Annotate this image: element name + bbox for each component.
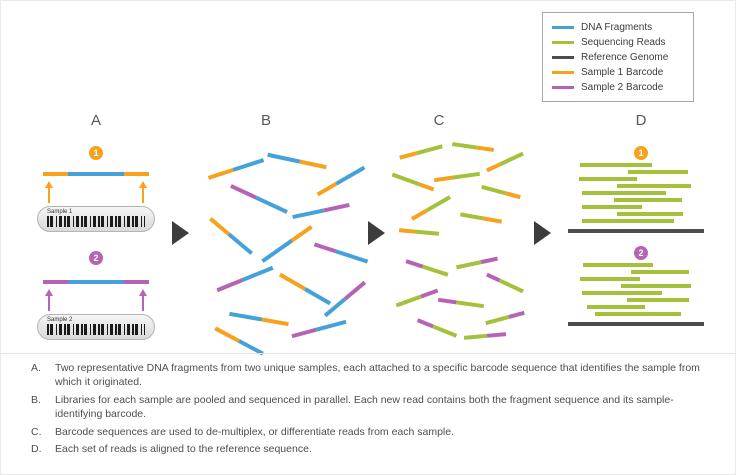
reference-genome-swatch-icon — [552, 56, 574, 59]
barcode-sample-1: Sample 1 — [37, 206, 155, 232]
sample-2-badge: 2 — [89, 251, 103, 265]
caption-text: Libraries for each sample are pooled and… — [55, 393, 674, 421]
sample2-barcode-swatch-icon — [552, 86, 574, 89]
barcode-sample-2: Sample 2 — [37, 314, 155, 340]
barcode-label: Sample 1 — [47, 209, 73, 215]
panel-a-figure — [43, 172, 149, 311]
legend-item-sample2-barcode: Sample 2 Barcode — [552, 80, 684, 95]
barcode-label: Sample 2 — [47, 317, 73, 323]
legend-item-sequencing-reads: Sequencing Reads — [552, 35, 684, 50]
panel-d-figure — [568, 163, 704, 326]
caption-text: Each set of reads is aligned to the refe… — [55, 443, 312, 456]
legend-item-sample1-barcode: Sample 1 Barcode — [552, 65, 684, 80]
caption-prefix: D. — [31, 443, 42, 456]
caption-a: A. Two representative DNA fragments from… — [31, 361, 707, 390]
panel-c-figure — [391, 142, 525, 340]
caption-d: D. Each set of reads is aligned to the r… — [31, 442, 707, 456]
panel-label-c: C — [433, 112, 445, 129]
caption-text: Two representative DNA fragments from tw… — [55, 362, 700, 389]
legend-box: DNA Fragments Sequencing Reads Reference… — [542, 12, 694, 102]
panel-label-b: B — [260, 112, 271, 129]
barcode-bars-icon — [47, 324, 145, 335]
legend-label: DNA Fragments — [581, 22, 653, 33]
sequencing-read-swatch-icon — [552, 41, 574, 44]
right-arrow-icon — [368, 221, 385, 245]
caption-prefix: A. — [31, 362, 41, 374]
sample1-barcode-swatch-icon — [552, 71, 574, 74]
legend-item-reference-genome: Reference Genome — [552, 50, 684, 65]
legend-item-dna-fragments: DNA Fragments — [552, 20, 684, 35]
legend-label: Sample 1 Barcode — [581, 67, 664, 78]
divider — [1, 353, 735, 354]
right-arrow-icon — [534, 221, 551, 245]
legend-label: Reference Genome — [581, 52, 669, 63]
caption-c: C. Barcode sequences are used to de-mult… — [31, 425, 707, 439]
set-2-badge: 2 — [634, 246, 648, 260]
caption-list: A. Two representative DNA fragments from… — [31, 361, 707, 460]
caption-text: Barcode sequences are used to de-multipl… — [55, 425, 455, 438]
panel-b-figure — [207, 152, 369, 356]
panel-label-d: D — [635, 112, 647, 129]
legend-label: Sample 2 Barcode — [581, 82, 664, 93]
dna-fragment-swatch-icon — [552, 26, 574, 29]
right-arrow-icon — [172, 221, 189, 245]
legend-label: Sequencing Reads — [581, 37, 666, 48]
barcode-bars-icon — [47, 216, 145, 227]
caption-prefix: B. — [31, 393, 41, 406]
panel-label-a: A — [90, 112, 101, 129]
caption-b: B. Libraries for each sample are pooled … — [31, 393, 707, 422]
caption-prefix: C. — [31, 425, 42, 438]
set-1-badge: 1 — [634, 146, 648, 160]
sample-1-badge: 1 — [89, 146, 103, 160]
